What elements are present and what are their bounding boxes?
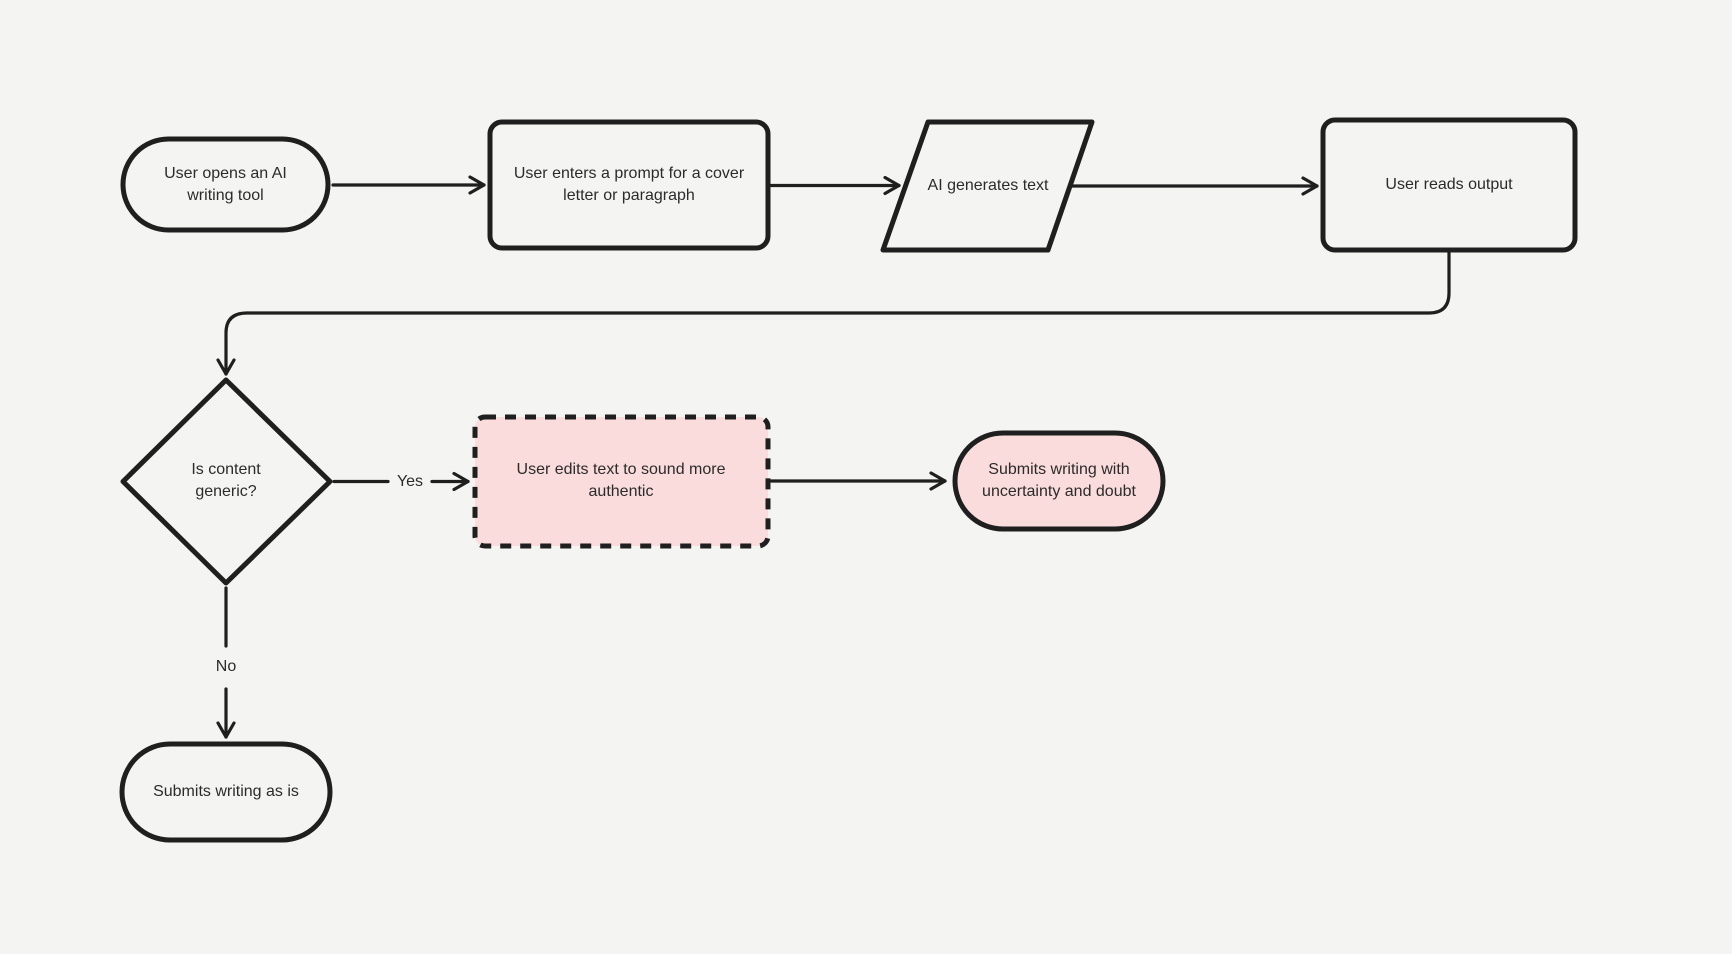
node-read-output-shape[interactable] bbox=[1320, 117, 1578, 253]
node-open-tool-shape[interactable] bbox=[120, 136, 331, 233]
node-enter-prompt-shape[interactable] bbox=[487, 119, 771, 251]
node-submit-uncertain-shape[interactable] bbox=[952, 430, 1166, 532]
node-edit-text-shape[interactable] bbox=[472, 414, 771, 549]
edge-read-output-to-is-generic[interactable] bbox=[216, 250, 1451, 376]
node-is-generic-shape[interactable] bbox=[120, 377, 333, 586]
node-submit-as-is-shape[interactable] bbox=[119, 741, 333, 843]
node-ai-generates-shape[interactable] bbox=[880, 119, 1095, 253]
